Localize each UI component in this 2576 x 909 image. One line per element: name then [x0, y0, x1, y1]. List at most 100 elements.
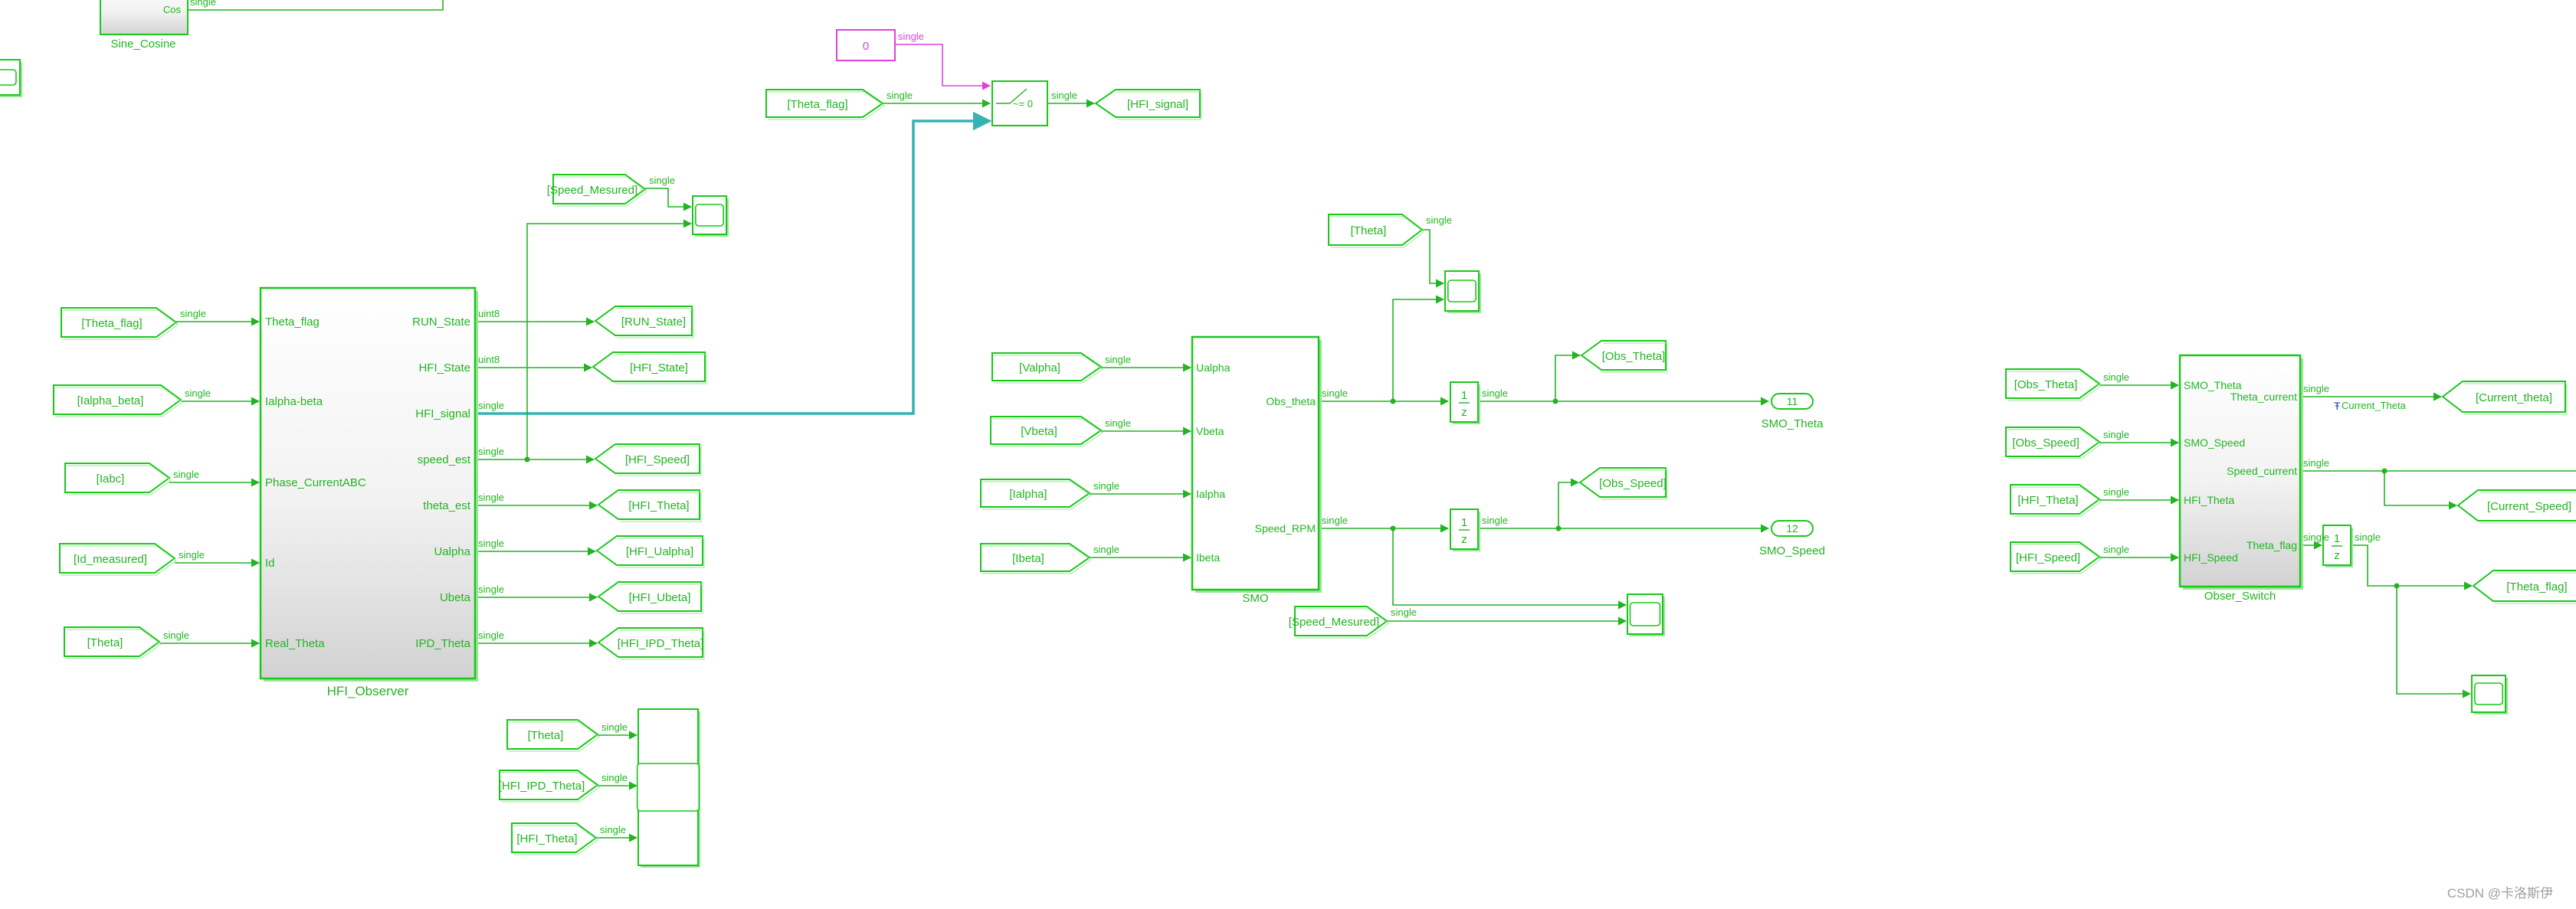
switch-threshold: ~= 0 [1013, 98, 1033, 110]
delay-theta-flag-den: z [2334, 549, 2340, 562]
goto-hfi-signal[interactable] [1094, 89, 1201, 118]
hfi-observer-block[interactable] [259, 286, 477, 680]
signal-line[interactable] [1392, 295, 1445, 401]
goto-theta-flag[interactable] [2472, 570, 2576, 602]
from-obs-speed-label: [Obs_Speed] [2012, 437, 2079, 450]
goto-hfi-ualpha-shadow [618, 538, 705, 568]
constant-block[interactable] [836, 29, 896, 61]
datatype-label: single [1093, 480, 1119, 492]
signal-line[interactable] [1392, 528, 1627, 610]
datatype-label: single [1391, 607, 1417, 618]
from-theta-flag-hfi[interactable] [61, 307, 178, 338]
goto-hfi-state-label: [HFI_State] [630, 361, 688, 374]
datatype-label: single [179, 549, 205, 561]
datatype-label: single [1105, 354, 1131, 365]
from-theta-hfi[interactable] [64, 626, 161, 657]
signal-line[interactable] [188, 0, 444, 11]
from-vbeta[interactable] [990, 416, 1103, 445]
from-speed-mesured-smo-shadow [1296, 608, 1389, 639]
delay-theta-flag-num: 1 [2334, 532, 2340, 545]
from-obs-theta[interactable] [2005, 368, 2101, 399]
signal-line[interactable] [645, 188, 693, 211]
hfi-observer-inport-3: Id [265, 557, 275, 570]
goto-run-state[interactable] [594, 306, 693, 336]
signal-line[interactable] [475, 111, 992, 415]
goto-hfi-ubeta[interactable] [597, 581, 702, 612]
from-hfi-theta[interactable] [2010, 484, 2101, 515]
from-theta-scope3[interactable] [506, 719, 599, 750]
goto-hfi-state-shadow [615, 354, 707, 384]
signal-line[interactable] [2351, 544, 2473, 590]
outport-smo-speed[interactable] [1771, 520, 1814, 537]
outport-smo-theta[interactable] [1771, 393, 1814, 410]
from-iabc[interactable] [64, 463, 171, 493]
signal-line[interactable] [2384, 471, 2458, 510]
signal-line[interactable] [526, 219, 693, 459]
datatype-label: single [2303, 457, 2329, 469]
signal-line[interactable] [1422, 229, 1445, 288]
datatype-label: single [478, 538, 504, 549]
goto-hfi-state[interactable] [592, 352, 706, 382]
datatype-label: single [478, 629, 504, 641]
signal-line[interactable] [1558, 478, 1580, 528]
signal-line[interactable] [895, 44, 991, 90]
goto-hfi-ipd-theta[interactable] [597, 627, 703, 658]
datatype-label: single [601, 772, 628, 783]
goto-obs-speed-shadow [1601, 469, 1668, 500]
goto-current-speed[interactable] [2456, 489, 2576, 522]
goto-obs-theta[interactable] [1580, 340, 1667, 371]
goto-hfi-ualpha[interactable] [595, 535, 703, 566]
from-speed-mesured-smo[interactable] [1294, 606, 1388, 636]
goto-obs-speed[interactable] [1578, 467, 1667, 498]
smo-inport-1: Vbeta [1196, 425, 1224, 437]
datatype-label: single [1482, 515, 1508, 526]
from-theta-flag-top[interactable] [765, 89, 884, 118]
from-valpha-shadow [994, 355, 1103, 384]
from-valpha[interactable] [991, 352, 1103, 381]
goto-current-theta[interactable] [2441, 381, 2566, 413]
scope-theta-flag-screen-icon [2474, 682, 2504, 705]
outport-smo-speed-label: SMO_Speed [1759, 544, 1825, 557]
watermark-text: CSDN @卡洛斯伊 [2447, 886, 2553, 901]
from-ibeta-shadow [982, 545, 1092, 574]
goto-current-speed-label: [Current_Speed] [2487, 500, 2571, 513]
signal-line[interactable] [1555, 351, 1581, 401]
goto-obs-theta-label: [Obs_Theta] [1602, 350, 1666, 363]
from-obs-speed[interactable] [2005, 427, 2101, 457]
from-hfi-theta-label: [HFI_Theta] [2017, 494, 2078, 507]
smo-outport-0: Obs_theta [1266, 395, 1316, 407]
obser-switch-block[interactable] [2178, 354, 2302, 588]
from-ibeta[interactable] [980, 543, 1091, 572]
from-hfi-theta-scope3-label: [HFI_Theta] [516, 832, 577, 845]
delay-speed-rpm[interactable] [1450, 508, 1479, 550]
datatype-label: single [2103, 429, 2129, 440]
from-ialpha-beta[interactable] [53, 384, 182, 415]
datatype-label: single [190, 0, 216, 8]
delay-theta-flag[interactable] [2322, 525, 2352, 566]
goto-hfi-ipd-theta-label: [HFI_IPD_Theta] [618, 637, 704, 650]
datatype-label: single [478, 584, 504, 595]
from-obs-speed-shadow [2007, 429, 2102, 459]
from-theta-flag-hfi-label: [Theta_flag] [81, 317, 142, 330]
from-hfi-ipd-theta-scope3[interactable] [499, 770, 599, 800]
goto-hfi-speed[interactable] [594, 443, 700, 474]
goto-hfi-theta[interactable] [597, 489, 700, 520]
datatype-label: single [1093, 544, 1119, 555]
delay-obs-theta[interactable] [1450, 381, 1479, 423]
from-ibeta-label: [Ibeta] [1012, 552, 1044, 565]
from-hfi-speed[interactable] [2010, 541, 2101, 572]
from-id-measured[interactable] [59, 543, 176, 574]
from-valpha-label: [Valpha] [1019, 361, 1060, 374]
smo-block[interactable] [1191, 335, 1320, 591]
from-speed-mesured-top-shadow [555, 176, 647, 207]
from-theta-smo[interactable] [1328, 214, 1424, 246]
from-iabc-label: [Iabc] [97, 472, 125, 486]
from-ialpha[interactable] [980, 479, 1091, 508]
delay-speed-rpm-num: 1 [1461, 516, 1467, 529]
from-hfi-theta-scope3[interactable] [511, 822, 598, 853]
from-speed-mesured-top[interactable] [552, 174, 647, 204]
from-iabc-shadow [67, 465, 172, 495]
signal-line[interactable] [2396, 586, 2472, 698]
sine-cosine-block[interactable] [100, 0, 188, 35]
